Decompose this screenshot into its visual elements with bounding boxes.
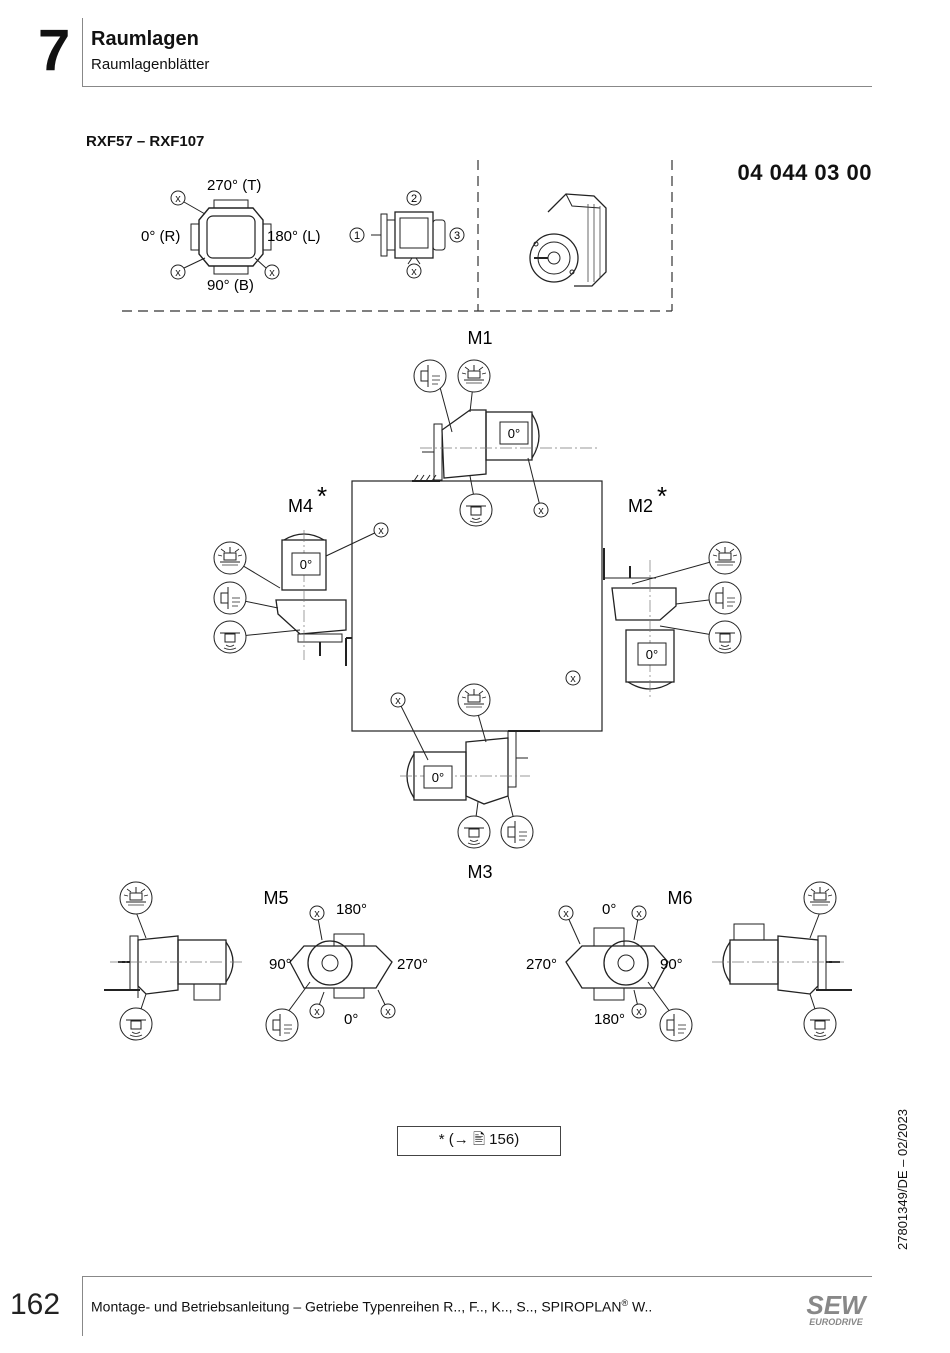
header-divider [82,18,83,86]
chapter-title: Raumlagen [91,28,199,50]
header-rule [82,86,872,87]
chapter-number: 7 [38,18,71,83]
sheet-number: 04 044 03 00 [737,160,872,185]
document-id: 27801349/DE – 02/2023 [895,1080,915,1280]
section-title: RXF57 – RXF107 [86,133,205,150]
m3-zero-label: 0° [432,770,444,785]
legend-angle-right: 180° (L) [267,228,321,245]
m5-side-view [104,911,244,1025]
mounting-surface-box [351,480,603,732]
m5-angle-bottom: 0° [344,1011,358,1028]
m4-asterisk: * [317,481,327,511]
m2-gear-motor [603,548,726,700]
m4-label: M4 [288,496,313,516]
position-legend-diagram [349,190,465,279]
m4-zero-label: 0° [300,557,312,572]
footer-text-main: Montage- und Betriebsanleitung – Getrieb… [91,1298,622,1315]
logo-bottom: EURODRIVE [809,1317,864,1327]
m3-label: M3 [467,862,492,882]
m5-label: M5 [263,888,288,908]
m6-label: M6 [667,888,692,908]
m5-angle-top: 180° [336,901,367,918]
m3-gear-motor [397,699,540,833]
page-number: 162 [10,1288,61,1321]
chapter-subtitle: Raumlagenblätter [91,56,210,73]
logo-top: SEW [806,1290,868,1320]
footer-text-end: W.. [628,1298,653,1315]
m6-angle-left: 270° [526,956,557,973]
m5-front-view [281,912,393,1021]
footer-rule [82,1276,872,1277]
m6-angle-right: 90° [660,956,683,973]
gear-unit-3d-view [529,193,607,287]
m1-gear-motor [412,375,600,511]
reference-note: * (→ 🖹 156) [397,1126,561,1156]
sew-eurodrive-logo: SEW EURODRIVE [806,1290,868,1327]
m5-angle-left: 90° [269,956,292,973]
legend-angle-left: 0° (R) [141,228,180,245]
m2-zero-label: 0° [646,647,658,662]
legend-pos-3: 3 [454,230,460,242]
m2-label: M2 [628,496,653,516]
footer-divider [82,1276,83,1336]
legend-angle-top: 270° (T) [207,177,261,194]
legend-pos-1: 1 [354,230,360,242]
m6-angle-bottom: 180° [594,1011,625,1028]
legend-frame [122,160,673,312]
angle-legend-diagram [170,190,280,280]
m4-gear-motor [229,529,382,666]
m2-asterisk: * [657,481,667,511]
registered-mark: ® [621,1298,629,1308]
m5-angle-right: 270° [397,956,428,973]
m6-side-view [712,911,852,1025]
m1-label: M1 [467,328,492,348]
legend-angle-bottom: 90° (B) [207,277,254,294]
m6-angle-top: 0° [602,901,616,918]
document-id-text: 27801349/DE – 02/2023 [895,1109,910,1250]
footer-text: Montage- und Betriebsanleitung – Getrieb… [91,1298,652,1315]
m1-zero-label: 0° [508,426,520,441]
legend-pos-2: 2 [411,193,417,205]
